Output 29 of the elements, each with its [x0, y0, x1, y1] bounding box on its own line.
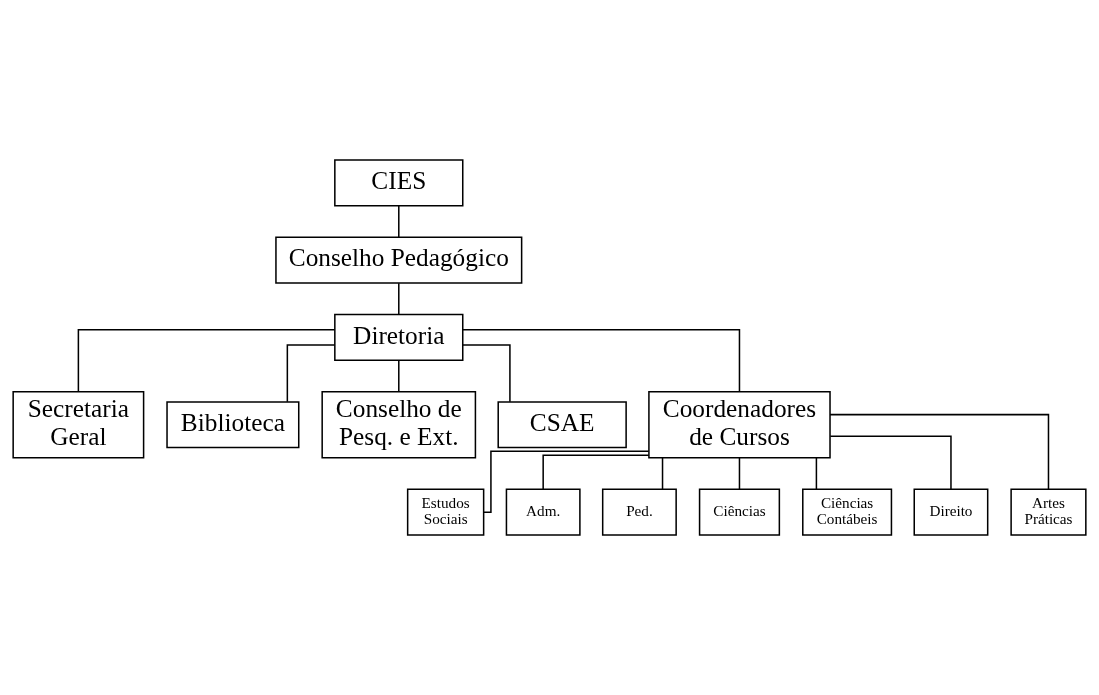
node-box: Ciências Contábeis: [802, 488, 893, 536]
node-box: Conselho Pedagógico: [275, 236, 523, 284]
node-box: CIES: [334, 159, 464, 207]
connector: [77, 329, 336, 393]
connector: [398, 205, 400, 238]
node-box: Ciências: [698, 488, 781, 536]
node-box: Direito: [913, 488, 989, 536]
node-box: Diretoria: [334, 313, 464, 361]
connector: [829, 413, 1050, 490]
connector: [661, 457, 664, 490]
node-box: Biblioteca: [166, 401, 300, 449]
node-box: Artes Práticas: [1010, 488, 1087, 536]
node-box: Ped.: [601, 488, 677, 536]
connector: [398, 282, 400, 315]
node-box: Estudos Sociais: [406, 488, 485, 536]
node-box: Adm.: [505, 488, 581, 536]
node-box: Conselho de Pesq. e Ext.: [321, 391, 477, 459]
node-box: CSAE: [497, 401, 627, 449]
connector: [542, 454, 650, 491]
connector: [829, 435, 952, 491]
connector: [398, 359, 400, 393]
connector: [738, 457, 741, 490]
node-box: Secretaria Geral: [12, 391, 145, 459]
connector: [462, 329, 741, 393]
connector: [286, 344, 336, 403]
connector: [462, 344, 511, 403]
connector: [815, 457, 818, 490]
connector: [483, 450, 650, 513]
node-box: Coordenadores de Cursos: [648, 391, 831, 459]
